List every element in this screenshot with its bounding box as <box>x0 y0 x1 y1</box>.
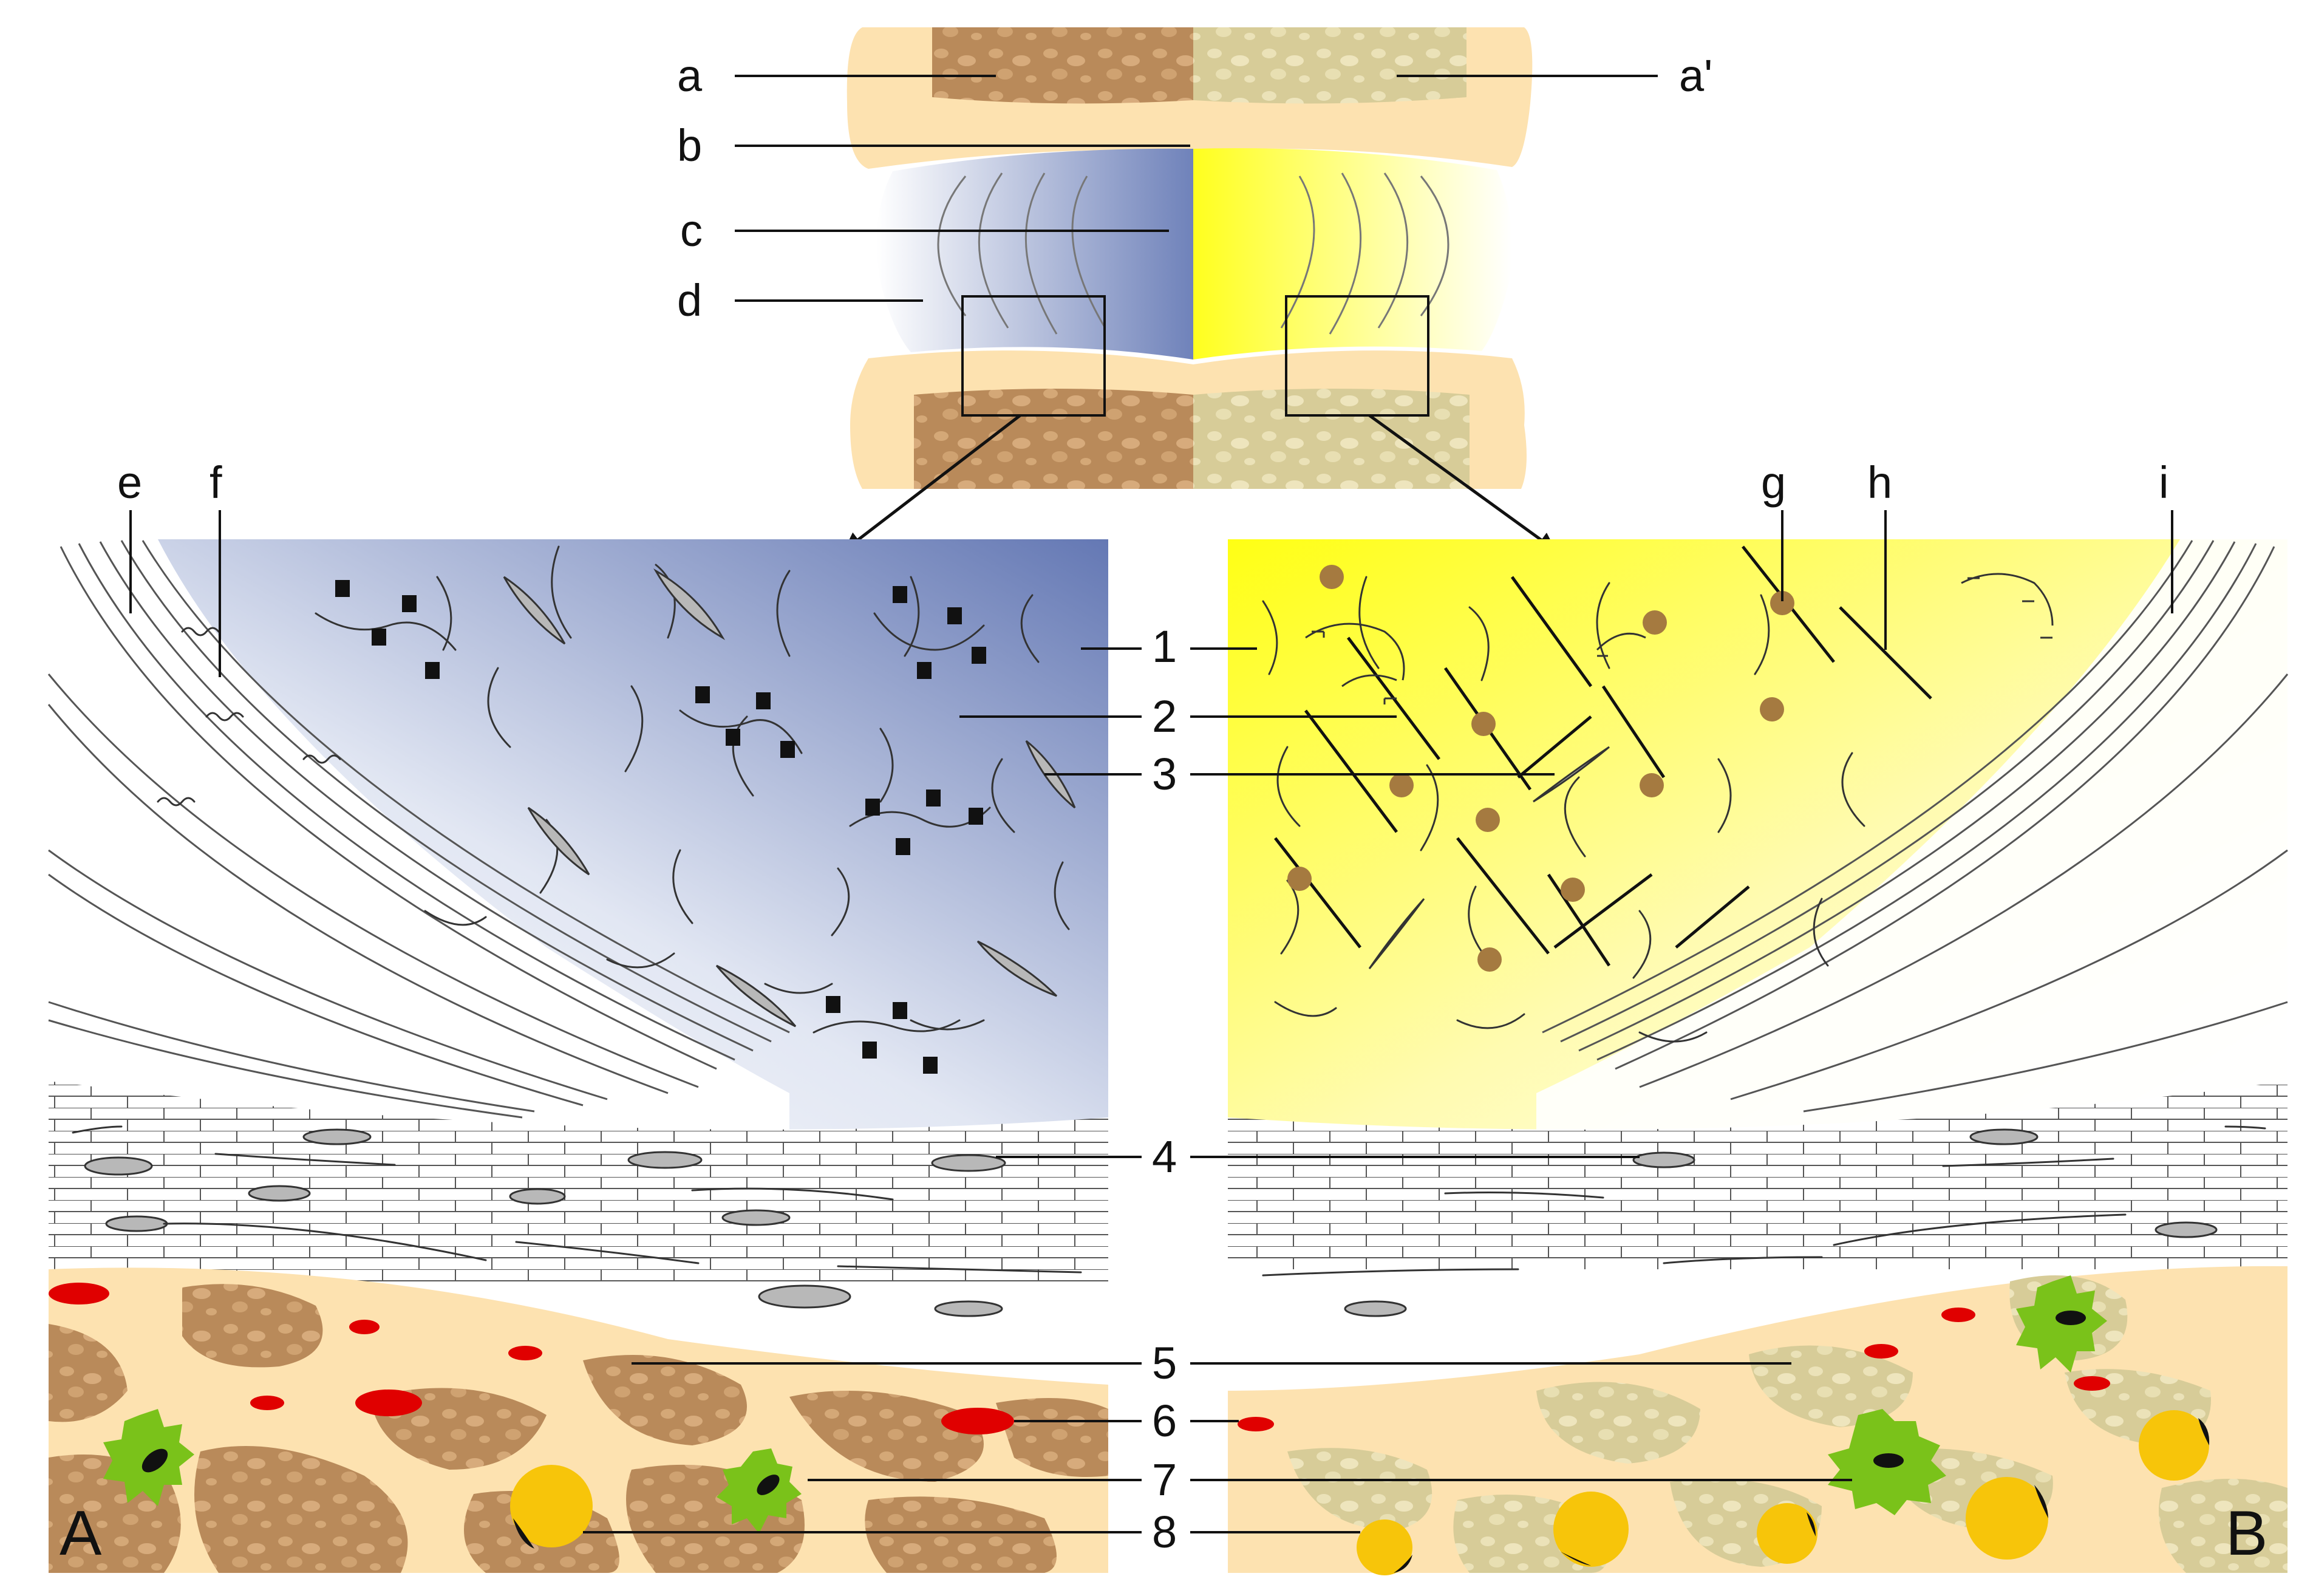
label-a-prime: a' <box>1679 50 1712 101</box>
label-4: 4 <box>1152 1131 1177 1182</box>
label-g: g <box>1761 457 1786 508</box>
label-7: 7 <box>1152 1454 1177 1505</box>
label-e: e <box>117 457 142 508</box>
upper-trabecular-healthy <box>932 27 1193 104</box>
panel-b-blood-vessels <box>1238 1308 2110 1431</box>
panel-b-endplate-fibres <box>1262 1125 2266 1277</box>
label-d: d <box>677 275 702 326</box>
lower-trabecular-degenerated <box>1193 389 1470 489</box>
spine-segment <box>843 27 1556 551</box>
panel-a-chondrocytes <box>84 1128 1006 1317</box>
label-6: 6 <box>1152 1396 1177 1446</box>
label-1: 1 <box>1152 621 1177 672</box>
panel-a: A <box>47 539 1108 1573</box>
panel-b-fragmented-proteoglycans <box>1305 573 2054 704</box>
label-a: a <box>677 50 703 101</box>
panel-a-proteoglycans <box>315 580 991 1074</box>
arrow-to-panel-a <box>843 414 1021 551</box>
panel-a-blood-vessels <box>49 1283 1014 1434</box>
panel-a-endplate-fibres <box>72 1125 1082 1274</box>
label-2: 2 <box>1152 691 1177 742</box>
label-8: 8 <box>1152 1507 1177 1557</box>
panel-b-adipocytes <box>1357 1410 2209 1575</box>
lower-trabecular-healthy <box>914 389 1193 489</box>
upper-trabecular-degenerated <box>1193 27 1466 104</box>
panel-a-wavy-fibres <box>157 627 341 807</box>
panel-a-label: A <box>60 1498 102 1569</box>
panel-b-osteoclasts <box>1828 1275 2107 1515</box>
panel-b-label: B <box>2226 1498 2267 1569</box>
label-b: b <box>677 120 702 171</box>
panel-a-osteoclasts <box>103 1409 802 1533</box>
label-5: 5 <box>1152 1338 1177 1388</box>
inset-box-healthy <box>961 295 1106 417</box>
panel-b-disc-cells <box>1368 746 1610 969</box>
panel-a-annulus-lamellae <box>47 540 790 1119</box>
disc-degenerated-half <box>1193 148 1512 360</box>
panel-b-granules <box>1287 565 1794 972</box>
label-c: c <box>680 205 703 256</box>
inset-box-degenerated <box>1285 295 1429 417</box>
arrow-to-panel-b <box>1368 414 1556 551</box>
annulus-lines <box>937 172 1449 335</box>
panel-a-adipocytes <box>510 1465 593 1549</box>
panel-a-annulus <box>49 539 789 1141</box>
panel-b-collagen-rods <box>1274 545 1932 967</box>
label-h: h <box>1867 457 1892 508</box>
panel-b-fibrils <box>1262 576 1865 1043</box>
disc-healthy-half <box>876 148 1193 360</box>
label-f: f <box>209 457 222 508</box>
label-i: i <box>2159 457 2168 508</box>
panel-b-cartilage-endplate <box>1228 1081 2287 1269</box>
label-3: 3 <box>1152 749 1177 799</box>
panel-b-annulus-lamellae <box>1542 540 2289 1113</box>
panel-b: B <box>1228 539 2289 1575</box>
panel-b-adipocyte-nuclei <box>1394 1418 2210 1573</box>
panel-a-fibrils <box>424 545 1070 1031</box>
